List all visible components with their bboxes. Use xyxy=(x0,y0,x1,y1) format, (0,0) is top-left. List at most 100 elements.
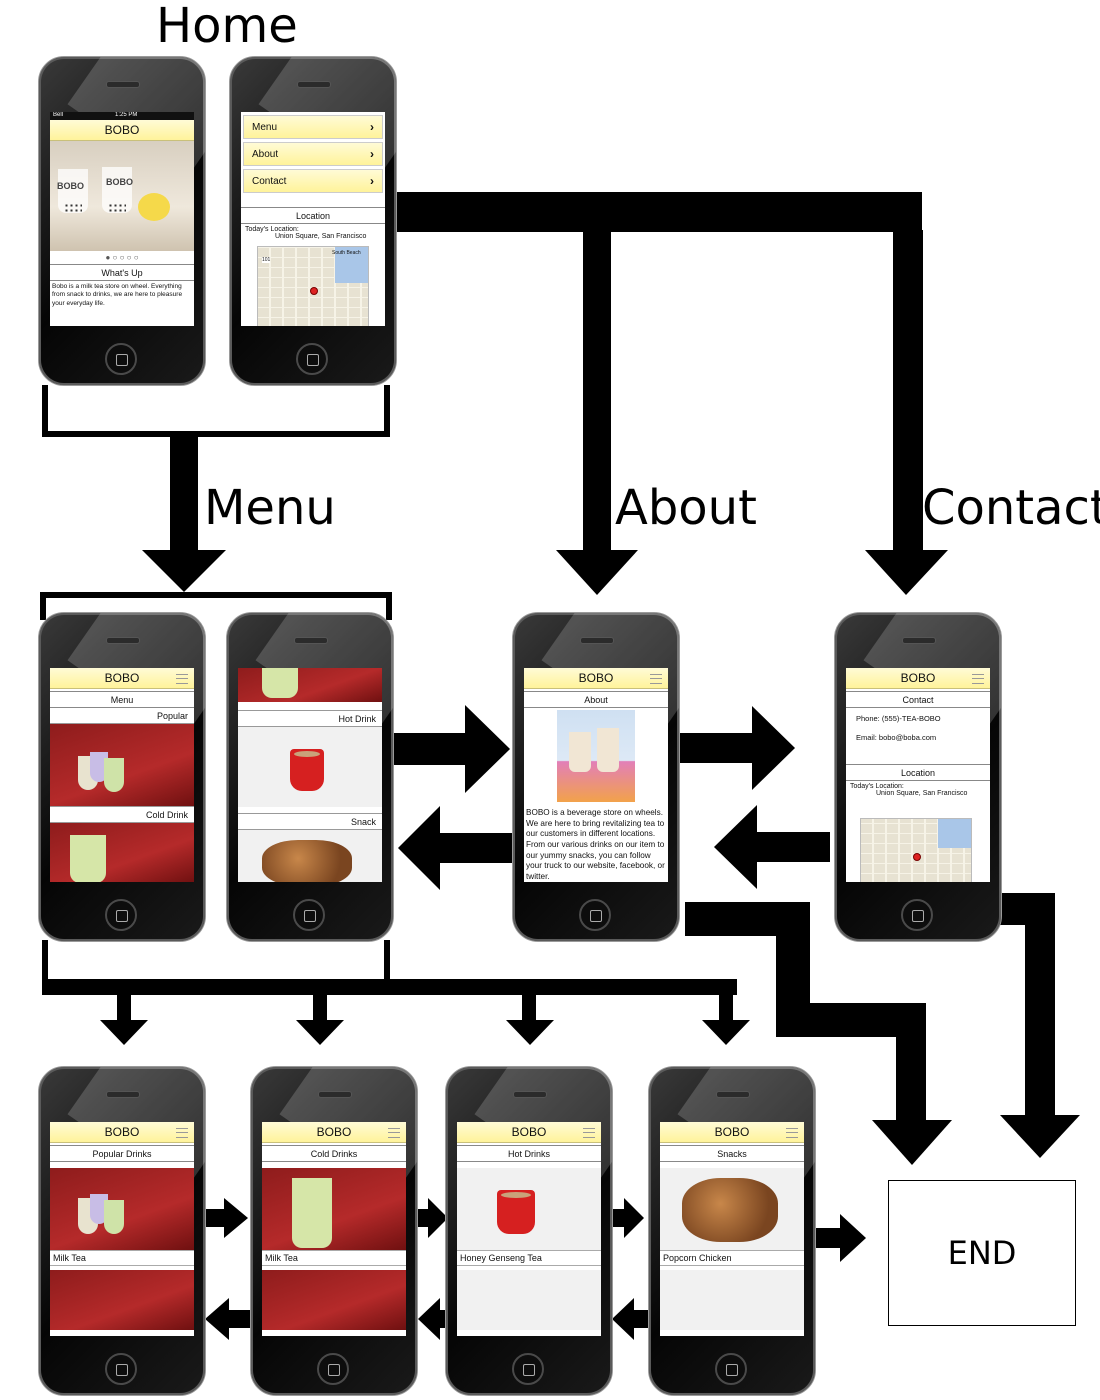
location-header: Location xyxy=(241,207,385,224)
item-name[interactable]: Honey Genseng Tea xyxy=(457,1250,601,1266)
section-hot-drink[interactable]: Hot Drink xyxy=(238,710,382,727)
app-header: BOBO xyxy=(846,668,990,689)
home-screen-2: Menu› About› Contact› Location Today's L… xyxy=(241,112,385,326)
about-to-end-head xyxy=(872,1120,952,1165)
whats-up-title: What's Up xyxy=(101,267,143,278)
phone-cold-drinks: BOBO Cold Drinks Milk Tea xyxy=(250,1066,418,1396)
location-header: Location xyxy=(846,764,990,781)
contact-to-about-shaft xyxy=(755,832,830,862)
page-title: Cold Drinks xyxy=(262,1145,406,1162)
about-screen: BOBO About BOBO is a beverage store on w… xyxy=(524,668,668,882)
home-bracket-right xyxy=(384,385,390,437)
page-title: Hot Drinks xyxy=(457,1145,601,1162)
item-photo[interactable] xyxy=(457,1168,601,1250)
location-map[interactable] xyxy=(860,818,972,882)
to-contact-shaft xyxy=(893,230,923,555)
status-carrier: Bell xyxy=(53,112,64,118)
popular-photo[interactable] xyxy=(50,724,194,806)
status-time: 1:25 PM xyxy=(114,112,138,118)
hamburger-icon[interactable] xyxy=(176,674,188,684)
item-name[interactable]: Milk Tea xyxy=(262,1250,406,1266)
cup-logo-1: BOBO xyxy=(57,181,84,191)
hero-photo[interactable]: BOBO BOBO xyxy=(50,141,194,251)
cup-logo-2: BOBO xyxy=(106,177,133,187)
end-node: END xyxy=(888,1180,1076,1326)
section-cold-drink[interactable]: Cold Drink xyxy=(50,806,194,823)
earpiece xyxy=(106,81,140,88)
cold-drink-photo[interactable] xyxy=(50,823,194,882)
nav-contact[interactable]: Contact› xyxy=(243,169,383,193)
home-to-about-contact-bar xyxy=(395,192,922,232)
about-to-end-shaft xyxy=(896,1003,926,1128)
menu-screen-1: BOBO Menu Popular Cold Drink xyxy=(50,668,194,882)
map-pin-icon xyxy=(913,853,921,861)
snack-photo[interactable] xyxy=(238,830,382,882)
home-button xyxy=(105,343,137,375)
todays-location-value: Union Square, San Francisco xyxy=(275,233,367,240)
hamburger-icon[interactable] xyxy=(388,1128,400,1138)
location-map[interactable]: South Beach 101 xyxy=(257,246,369,326)
item-photo[interactable] xyxy=(262,1168,406,1250)
hamburger-icon[interactable] xyxy=(583,1128,595,1138)
home-to-menu-head xyxy=(142,550,226,592)
phone-snacks: BOBO Snacks Popcorn Chicken xyxy=(648,1066,816,1396)
todays-location-label: Today's Location: xyxy=(245,226,299,233)
contact-to-end-shaft xyxy=(1025,893,1055,1125)
home-to-menu-shaft xyxy=(170,437,198,557)
page-title: Popular Drinks xyxy=(50,1145,194,1162)
about-to-contact-head xyxy=(752,706,795,790)
phone-home-1: Bell 1:25 PM BOBO BOBO BOBO ● ○ ○ ○ ○ Wh… xyxy=(38,56,206,386)
app-header: BOBO xyxy=(262,1122,406,1143)
chevron-right-icon: › xyxy=(370,174,374,188)
page-title: Snacks xyxy=(660,1145,804,1162)
section-label-home: Home xyxy=(156,0,298,54)
hamburger-icon[interactable] xyxy=(972,674,984,684)
nav-menu[interactable]: Menu› xyxy=(243,115,383,139)
phone-menu-1: BOBO Menu Popular Cold Drink xyxy=(38,612,206,942)
home-blurb: Bobo is a milk tea store on wheel. Every… xyxy=(52,283,183,307)
contact-to-about-head xyxy=(714,805,757,889)
app-header: BOBO xyxy=(524,668,668,689)
cold-drink-photo-tail[interactable] xyxy=(238,668,382,702)
section-snack[interactable]: Snack xyxy=(238,813,382,830)
whats-up-header: What's Up xyxy=(50,264,194,281)
home-bracket-left xyxy=(42,385,48,437)
brand-title: BOBO xyxy=(104,123,140,137)
home-bracket-bottom xyxy=(42,431,390,437)
item-name[interactable]: Milk Tea xyxy=(50,1250,194,1266)
menu-to-about-head xyxy=(465,705,510,793)
phone-hot-drinks: BOBO Hot Drinks Honey Genseng Tea xyxy=(445,1066,613,1396)
item-photo[interactable] xyxy=(50,1168,194,1250)
phone-contact: BOBO Contact Phone: (555)-TEA-BOBO Email… xyxy=(834,612,1002,942)
about-to-menu-head xyxy=(398,806,440,890)
about-body: BOBO is a beverage store on wheels. We a… xyxy=(526,808,665,881)
app-header: BOBO xyxy=(50,120,194,141)
hot-drink-photo[interactable] xyxy=(238,727,382,807)
section-popular[interactable]: Popular xyxy=(50,708,194,724)
nav-about[interactable]: About› xyxy=(243,142,383,166)
item-photo[interactable] xyxy=(660,1168,804,1250)
to-contact-head xyxy=(865,550,948,595)
section-label-contact: Contact xyxy=(922,480,1100,536)
about-photo xyxy=(557,710,635,802)
contact-email[interactable]: Email: bobo@boba.com xyxy=(856,733,937,742)
carousel-dots[interactable]: ● ○ ○ ○ ○ xyxy=(105,253,139,262)
phone-about: BOBO About BOBO is a beverage store on w… xyxy=(512,612,680,942)
todays-location-label: Today's Location: xyxy=(850,783,904,790)
contact-to-end-head xyxy=(1000,1115,1080,1158)
to-about-head xyxy=(556,550,638,595)
map-pin-icon xyxy=(310,287,318,295)
app-header: BOBO xyxy=(660,1122,804,1143)
section-label-menu: Menu xyxy=(204,480,336,536)
contact-screen: BOBO Contact Phone: (555)-TEA-BOBO Email… xyxy=(846,668,990,882)
contact-phone[interactable]: Phone: (555)-TEA-BOBO xyxy=(856,714,941,723)
phone-home-2: Menu› About› Contact› Location Today's L… xyxy=(229,56,397,386)
hamburger-icon[interactable] xyxy=(650,674,662,684)
hamburger-icon[interactable] xyxy=(786,1128,798,1138)
about-to-contact-shaft xyxy=(678,733,756,763)
menu-screen-2: Hot Drink Snack xyxy=(238,668,382,882)
item-name[interactable]: Popcorn Chicken xyxy=(660,1250,804,1266)
home-screen-1: Bell 1:25 PM BOBO BOBO BOBO ● ○ ○ ○ ○ Wh… xyxy=(50,112,194,326)
hamburger-icon[interactable] xyxy=(176,1128,188,1138)
